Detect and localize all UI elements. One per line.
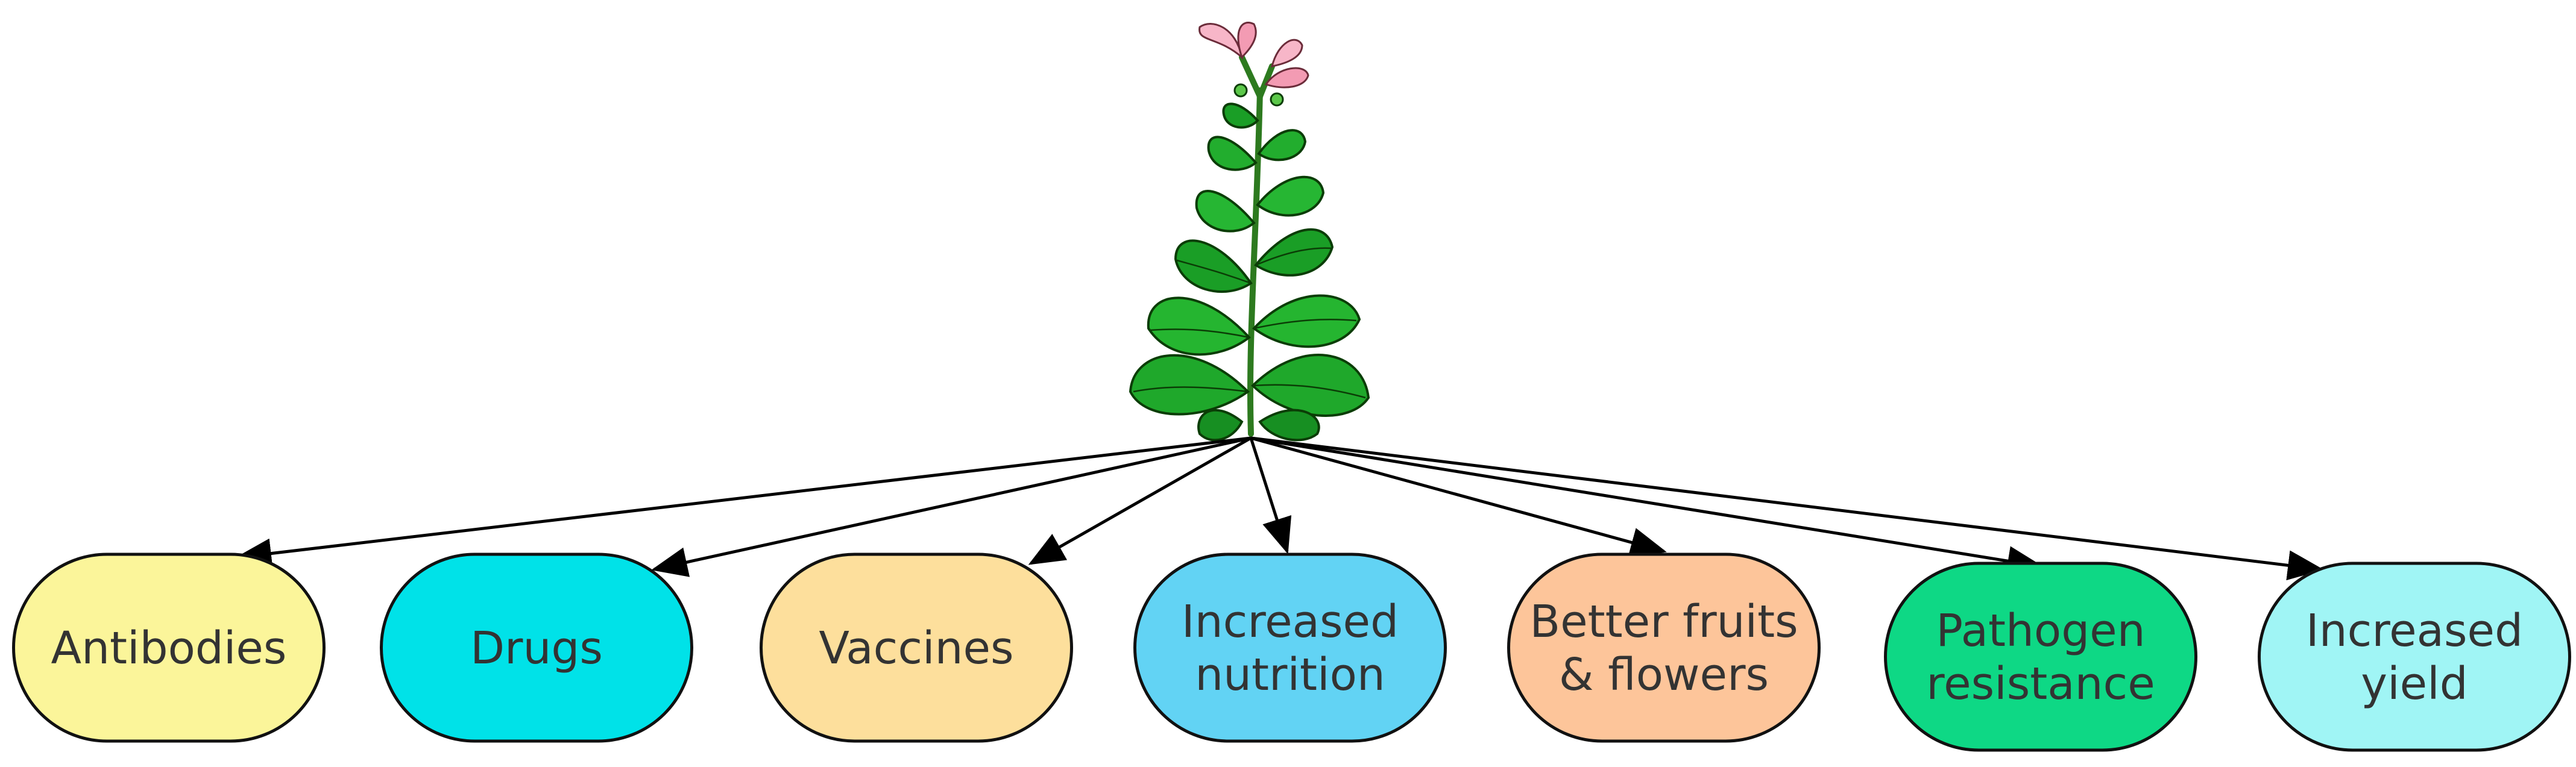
arrow-to-drugs <box>651 436 1252 577</box>
node-box-antibodies <box>12 553 326 743</box>
node-drugs: Drugs <box>380 553 693 743</box>
node-box-increased-nutrition <box>1133 553 1447 743</box>
arrow-to-vaccines <box>1028 436 1252 565</box>
node-label-increased-nutrition-line-1: Increased <box>1182 596 1399 648</box>
node-antibodies: Antibodies <box>12 553 326 743</box>
flower-icon <box>1198 22 1309 107</box>
arrow-to-increased-nutrition <box>1249 437 1292 554</box>
node-label-increased-yield-line-1: Increased <box>2306 605 2523 657</box>
node-box-drugs <box>380 553 693 743</box>
arrow-to-increased-yield <box>1250 436 2324 581</box>
node-label-better-fruits-flowers-line-2: & flowers <box>1559 649 1769 701</box>
node-vaccines: Vaccines <box>760 553 1073 743</box>
arrow-to-antibodies <box>235 436 1252 569</box>
node-label-pathogen-resistance-line-2: resistance <box>1926 658 2155 710</box>
node-box-pathogen-resistance <box>1884 562 2197 752</box>
node-label-drugs: Drugs <box>470 622 603 674</box>
arrows-layer <box>235 436 2324 581</box>
node-label-increased-nutrition-line-2: nutrition <box>1195 649 1385 701</box>
arrow-to-pathogen-resistance <box>1250 436 2044 576</box>
node-box-better-fruits-flowers <box>1507 553 1821 743</box>
tobacco-plant-icon <box>1129 22 1370 442</box>
arrow-to-better-fruits-flowers <box>1250 436 1667 557</box>
node-label-pathogen-resistance-line-1: Pathogen <box>1936 605 2145 657</box>
node-box-increased-yield <box>2258 562 2571 752</box>
node-label-better-fruits-flowers-line-1: Better fruits <box>1529 596 1798 648</box>
node-label-vaccines: Vaccines <box>819 622 1013 674</box>
node-better-fruits-flowers: Better fruits& flowers <box>1507 553 1821 743</box>
node-label-antibodies: Antibodies <box>51 622 287 674</box>
node-box-vaccines <box>760 553 1073 743</box>
node-label-increased-yield-line-2: yield <box>2361 658 2467 710</box>
